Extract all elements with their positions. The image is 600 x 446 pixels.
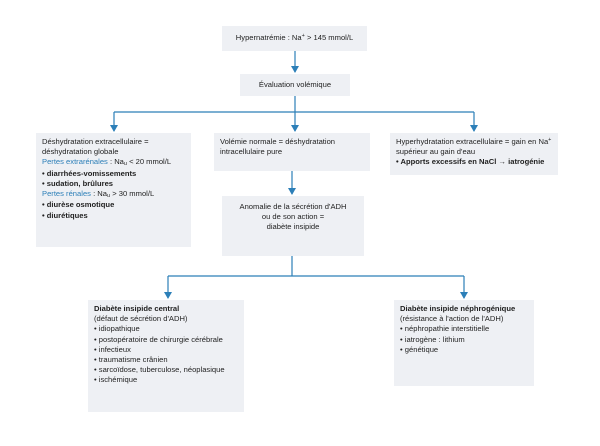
extrarenal-label: Pertes extrarénales — [42, 157, 108, 167]
extrarenal-losses-line: Pertes extrarénales : Nau < 20 mmol/L — [42, 157, 172, 168]
central-diabetes-insipidus-box: Diabète insipide central (défaut de sécr… — [88, 300, 244, 412]
list-item: • sarcoïdose, tuberculose, néoplasique — [94, 365, 225, 375]
central-di-title: Diabète insipide central — [94, 304, 180, 313]
hypernatremia-box: Hypernatrémie : Na+ > 145 mmol/L — [222, 26, 367, 51]
list-item: • diarrhées-vomissements — [42, 168, 137, 178]
list-item: • néphropathie interstitielle — [400, 324, 490, 334]
list-item: • postopératoire de chirurgie cérébrale — [94, 334, 223, 344]
list-item: • ischémique — [94, 375, 138, 385]
dehydration-title-line2: déshydratation globale — [42, 147, 119, 157]
list-item: • diurétiques — [42, 210, 88, 220]
adh-anomaly-line3: diabète insipide — [266, 222, 320, 232]
overhydration-line1: Hyperhydratation extracellulaire = gain … — [396, 137, 552, 146]
nephrogenic-diabetes-insipidus-box: Diabète insipide néphrogénique (résistan… — [394, 300, 534, 386]
list-item: • sudation, brûlures — [42, 178, 114, 188]
list-item: • traumatisme crânien — [94, 354, 168, 364]
normal-volemia-line1: Volémie normale = déshydratation — [220, 137, 336, 146]
renal-label: Pertes rénales — [42, 189, 91, 199]
adh-anomaly-box: Anomalie de la sécrétion d'ADH ou de son… — [222, 196, 364, 256]
list-item: • infectieux — [94, 344, 131, 354]
list-item: • idiopathique — [94, 324, 140, 334]
list-item: • Apports excessifs en NaCl → iatrogénie — [396, 157, 545, 167]
nephrogenic-di-subtitle: (résistance à l'action de l'ADH) — [400, 314, 504, 324]
nephrogenic-di-title: Diabète insipide néphrogénique — [400, 304, 516, 313]
adh-anomaly-line1: Anomalie de la sécrétion d'ADH — [239, 202, 347, 211]
volemic-evaluation-box: Évaluation volémique — [240, 74, 350, 96]
extracellular-overhydration-box: Hyperhydratation extracellulaire = gain … — [390, 133, 558, 175]
list-item: • diurèse osmotique — [42, 200, 115, 210]
volemic-evaluation-text: Évaluation volémique — [258, 80, 332, 89]
list-item: • iatrogène : lithium — [400, 334, 465, 344]
dehydration-title-line1: Déshydratation extracellulaire = — [42, 137, 149, 146]
extracellular-dehydration-box: Déshydratation extracellulaire = déshydr… — [36, 133, 191, 247]
overhydration-line2: supérieur au gain d'eau — [396, 147, 476, 157]
renal-losses-line: Pertes rénales : Nau > 30 mmol/L — [42, 189, 155, 200]
normal-volemia-line2: intracellulaire pure — [220, 147, 283, 157]
normal-volemia-box: Volémie normale = déshydratation intrace… — [214, 133, 370, 171]
central-di-subtitle: (défaut de sécrétion d'ADH) — [94, 314, 188, 324]
list-item: • génétique — [400, 344, 439, 354]
hypernatremia-text: Hypernatrémie : Na+ > 145 mmol/L — [235, 33, 354, 42]
adh-anomaly-line2: ou de son action = — [261, 212, 325, 222]
